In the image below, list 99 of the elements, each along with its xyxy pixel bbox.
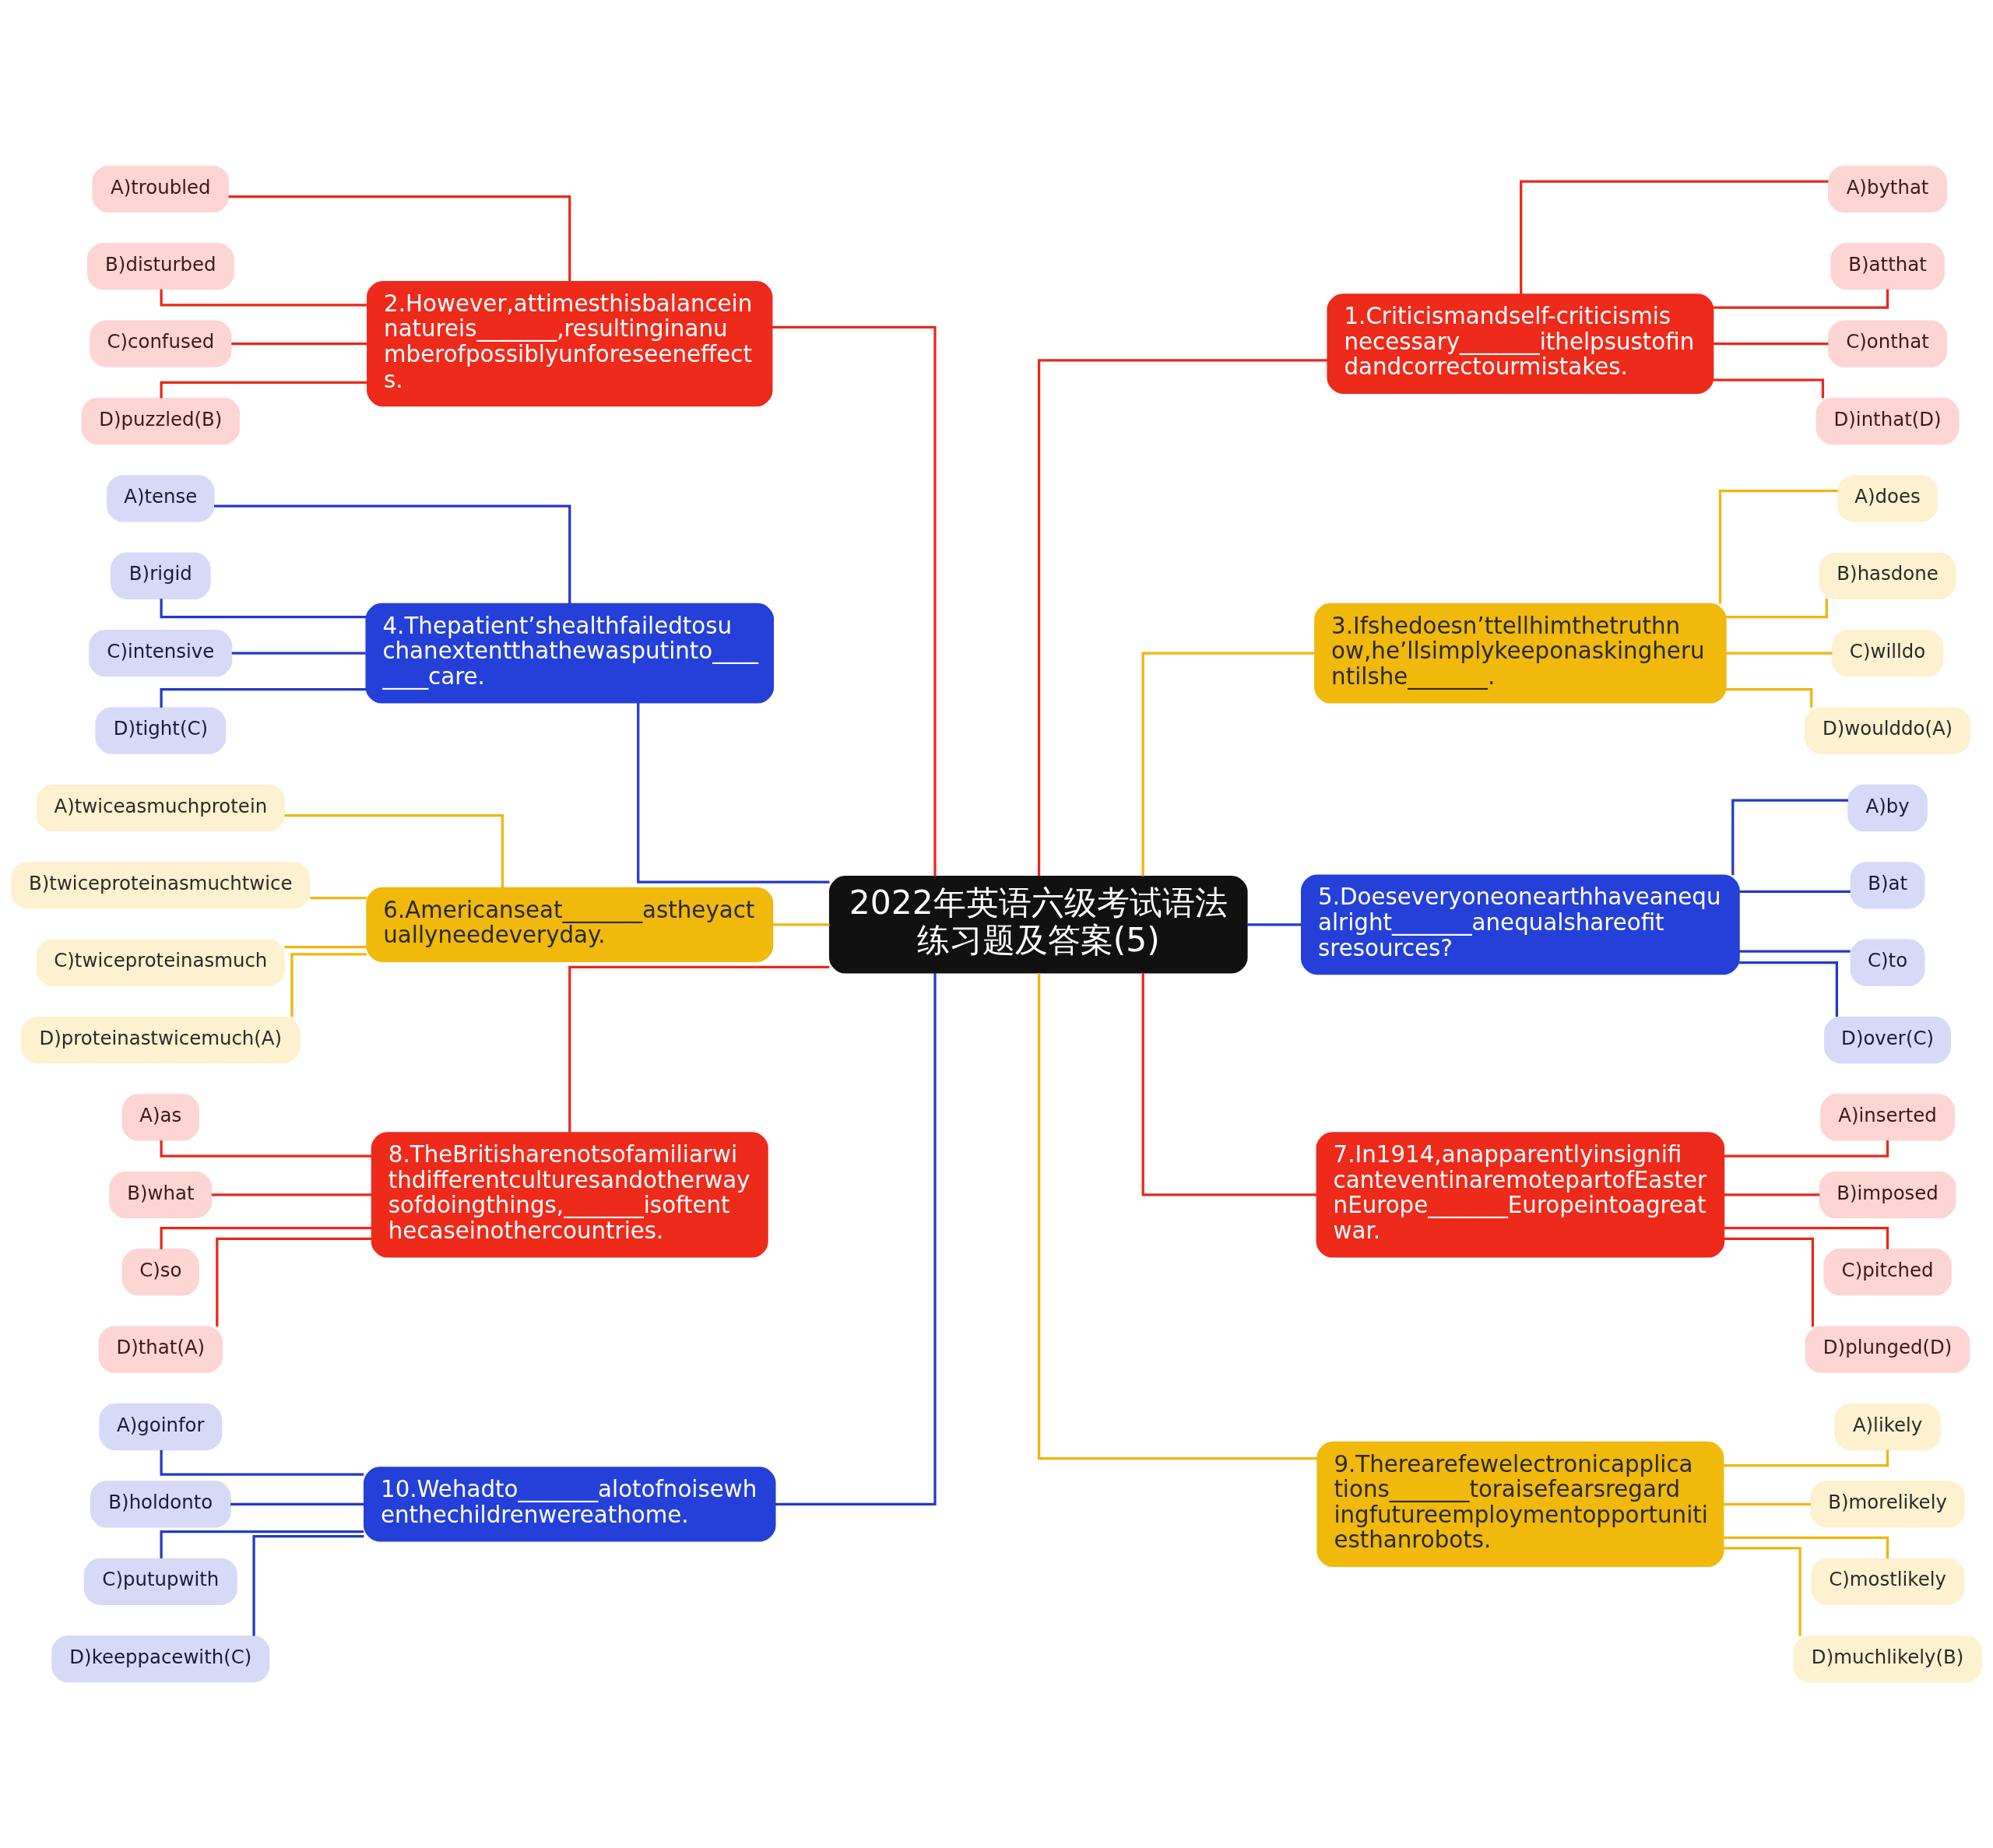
node-box: 1.Criticismandself-criticismisnecessary_______ithelpsustofindandcorrectourmistakes. — [1327, 293, 1714, 394]
connector — [290, 953, 367, 1017]
connector — [1714, 289, 1889, 309]
connector — [310, 896, 367, 900]
connector — [284, 814, 504, 888]
connector — [1714, 343, 1829, 346]
connector — [231, 343, 367, 346]
connector — [1520, 180, 1829, 294]
node-box: B)rigid — [110, 552, 211, 599]
connector — [284, 945, 367, 949]
connector — [1037, 359, 1327, 877]
node-box: C)willdo — [1831, 630, 1944, 677]
node-box: 5.Doeseveryoneonearthhaveanequalright_______anequalshareofitsresources? — [1301, 874, 1740, 975]
node-box: D)that(A) — [98, 1326, 223, 1373]
connector — [1141, 652, 1315, 877]
node-box: 3.Ifshedoesn’ttellhimthetruthnow,he’llsimplykeeponaskingheruntilshe_______. — [1314, 603, 1727, 704]
node-box: A)goinfor — [99, 1403, 223, 1451]
connector — [1726, 652, 1833, 655]
node-box: 2022年英语六级考试语法练习题及答案(5) — [828, 876, 1248, 974]
connector — [1713, 378, 1825, 399]
node-box: C)pitched — [1823, 1249, 1952, 1296]
connector — [216, 1237, 372, 1327]
node-box: A)does — [1837, 475, 1938, 522]
connector — [568, 965, 830, 1133]
connector — [252, 1535, 364, 1636]
connector — [1724, 1449, 1889, 1467]
connector — [160, 1227, 372, 1249]
connector — [1739, 890, 1851, 894]
connector — [1037, 972, 1317, 1460]
node-box: D)keeppacewith(C) — [51, 1635, 270, 1683]
node-box: B)at — [1850, 862, 1925, 909]
connector — [1247, 923, 1302, 926]
connector — [1724, 1140, 1889, 1158]
node-box: 10.Wehadto_______alotofnoisewhenthechildrenwereathome. — [364, 1467, 776, 1542]
node-box: A)as — [121, 1094, 199, 1141]
node-box: B)atthat — [1830, 243, 1945, 290]
connector — [160, 1140, 372, 1158]
node-box: B)imposed — [1819, 1171, 1956, 1218]
node-box: A)tense — [107, 475, 215, 522]
connector — [1723, 1547, 1801, 1636]
node-box: A)likely — [1834, 1403, 1941, 1451]
node-box: B)morelikely — [1810, 1481, 1965, 1528]
connector — [1724, 1227, 1889, 1249]
node-box: 7.In1914,anapparentlyinsignificanteventinaremotepartofEasternEurope_______Europeintoagreatwar. — [1316, 1132, 1725, 1258]
node-box: B)holdonto — [90, 1481, 231, 1528]
connector — [211, 1193, 372, 1196]
connector — [231, 652, 366, 655]
node-box: 8.TheBritisharenotsofamiliarwithdifferentculturesandotherwaysofdoingthings,_______isoftenthecaseinothercountries. — [371, 1132, 768, 1258]
node-box: A)by — [1847, 784, 1928, 832]
connector — [228, 195, 571, 282]
node-box: 2.However,attimesthisbalanceinnatureis_______,resultinginanumberofpossiblyunforeseeneffects. — [367, 280, 773, 407]
connector — [230, 1502, 364, 1506]
node-box: D)plunged(D) — [1805, 1326, 1970, 1373]
connector — [1141, 972, 1317, 1196]
node-box: 6.Americanseat_______astheyactuallyneedeveryday. — [366, 887, 774, 962]
connector — [775, 973, 937, 1506]
connector — [1724, 1193, 1820, 1196]
node-box: B)hasdone — [1819, 552, 1956, 599]
node-box: D)proteinastwicemuch(A) — [21, 1016, 301, 1064]
node-box: D)muchlikely(B) — [1793, 1635, 1982, 1683]
connector — [160, 599, 367, 619]
node-box: C)so — [121, 1249, 199, 1296]
node-box: B)twiceproteinasmuchtwice — [11, 862, 311, 909]
connector — [214, 504, 571, 604]
node-box: D)tight(C) — [95, 707, 227, 754]
node-box: A)bythat — [1827, 165, 1948, 213]
node-box: D)over(C) — [1824, 1016, 1951, 1064]
connector — [637, 702, 830, 884]
node-box: C)to — [1850, 939, 1925, 986]
connector — [1718, 490, 1838, 604]
connector — [160, 289, 367, 307]
node-box: C)confused — [90, 320, 232, 367]
node-box: C)putupwith — [83, 1558, 237, 1605]
node-box: C)intensive — [89, 630, 233, 677]
connector — [1739, 961, 1838, 1017]
connector — [772, 923, 830, 926]
connector — [1731, 799, 1848, 876]
connector — [160, 687, 367, 708]
node-box: C)onthat — [1827, 320, 1948, 367]
node-box: A)inserted — [1820, 1094, 1955, 1141]
connector — [1726, 687, 1813, 708]
connector — [1725, 599, 1828, 619]
connector — [1739, 950, 1851, 953]
node-box: A)troubled — [92, 165, 230, 213]
connector — [1724, 1237, 1815, 1327]
connector — [772, 325, 937, 877]
node-box: 4.Thepatient’shealthfailedtosuchanextentthathewasputinto________care. — [365, 603, 775, 704]
connector — [1724, 1502, 1811, 1506]
node-box: C)twiceproteinasmuch — [36, 939, 285, 986]
node-box: D)puzzled(B) — [81, 397, 241, 445]
node-box: D)woulddo(A) — [1804, 707, 1971, 754]
node-box: A)twiceasmuchprotein — [36, 784, 285, 832]
node-box: B)disturbed — [86, 243, 234, 290]
connector — [160, 381, 367, 399]
connector — [1724, 1536, 1889, 1559]
node-box: 9.Therearefewelectronicapplications_______toraisefearsregardingfutureemploymentopportunitiesthanrobots. — [1316, 1441, 1724, 1568]
node-box: C)mostlikely — [1811, 1558, 1965, 1605]
node-box: D)inthat(D) — [1815, 397, 1960, 445]
node-box: B)what — [109, 1171, 213, 1218]
